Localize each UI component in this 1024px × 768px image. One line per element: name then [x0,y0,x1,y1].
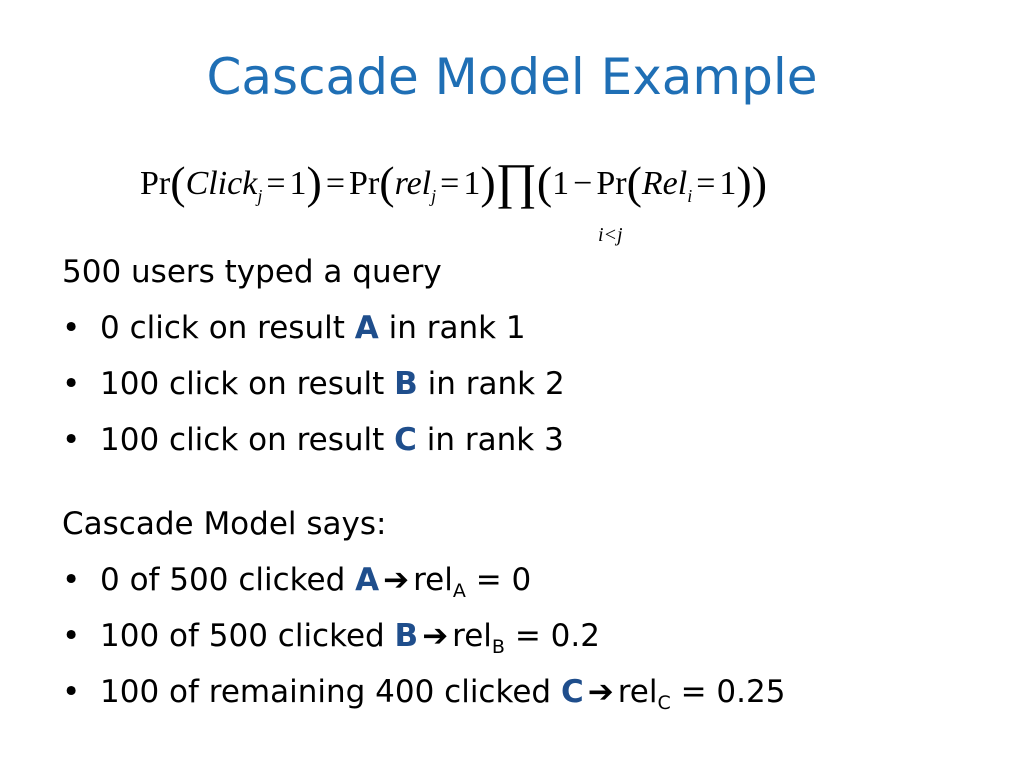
item-text-pre: 100 click on result [100,366,395,402]
formula-eq-2: = [325,165,346,202]
formula-rel: rel [394,165,432,202]
formula-sub-j-1: j [257,186,263,206]
formula-rparen-1: ) [306,157,322,208]
rel-subscript: B [491,636,505,658]
formula-Rel: Rel [641,165,688,202]
formula-pr-1: Pr [140,165,171,202]
rel-value: = 0 [465,562,532,598]
rel-value: = 0.2 [504,618,600,654]
bullet-icon: • [62,366,81,402]
formula-lparen-2: ( [379,157,395,208]
item-text-post: in rank 3 [416,422,564,458]
rel-label: rel [413,562,453,598]
formula-product-symbol: ∏ [495,153,537,209]
formula-lparen-4: ( [626,157,642,208]
slide-title: Cascade Model Example [206,48,818,106]
bullet-icon: • [62,618,81,654]
rel-label: rel [452,618,492,654]
result-label: C [394,422,417,458]
section-gap [62,472,982,500]
item-text-pre: 100 of remaining 400 clicked [100,674,561,710]
formula-one-4: 1 [719,165,737,202]
list-item: • 100 click on result C in rank 3 [62,416,982,472]
formula-sub-j-2: j [431,186,437,206]
arrow-right-icon: ➔ [587,674,614,710]
result-label: A [355,562,380,598]
formula-one-1: 1 [289,165,307,202]
item-text-pre: 0 click on result [100,310,355,346]
result-label: C [560,674,584,710]
item-text-pre: 100 click on result [100,422,395,458]
bullet-icon: • [62,562,81,598]
formula-sub-i: i [687,186,693,206]
formula-rparen-2: ) [480,157,496,208]
list-item: • 0 click on result A in rank 1 [62,304,982,360]
slide-content: 500 users typed a query • 0 click on resu… [62,248,982,724]
rel-value: = 0.25 [670,674,786,710]
list-item: •100 of 500 clicked B➔relB = 0.2 [62,612,982,668]
formula-click: Click [185,165,258,202]
arrow-right-icon: ➔ [383,562,410,598]
section2-heading: Cascade Model says: [62,506,387,542]
formula-one-3: 1 [552,165,570,202]
formula-eq-4: = [696,165,716,202]
formula-product-subscript: i<j [598,224,623,246]
formula-eq-1: = [266,165,286,202]
formula-minus: − [573,165,593,202]
formula-rparen-3: ) [736,157,752,208]
formula-eq-3: = [440,165,460,202]
item-text-post: in rank 1 [378,310,526,346]
rel-subscript: A [452,580,466,602]
formula-lparen-1: ( [170,157,186,208]
list-item: • 100 click on result B in rank 2 [62,360,982,416]
bullet-icon: • [62,310,81,346]
arrow-right-icon: ➔ [422,618,449,654]
list-item: •100 of remaining 400 clicked C➔relC = 0… [62,668,982,724]
formula-pr-2: Pr [349,165,380,202]
result-label: B [394,366,418,402]
section1-heading: 500 users typed a query [62,254,442,290]
item-text-post: in rank 2 [417,366,565,402]
item-text-pre: 0 of 500 clicked [100,562,356,598]
result-label: B [394,618,419,654]
formula-one-2: 1 [463,165,481,202]
formula-pr-3: Pr [596,165,627,202]
formula-rparen-4: ) [751,157,768,208]
rel-subscript: C [657,692,671,714]
rel-label: rel [617,674,658,710]
bullet-icon: • [62,422,81,458]
item-text-pre: 100 of 500 clicked [100,618,395,654]
list-item: •0 of 500 clicked A➔relA = 0 [62,556,982,612]
result-label: A [354,310,379,346]
cascade-formula: Pr(Clickj=1)=Pr(relj=1)∏(1−Pr(Reli=1)) [140,156,767,206]
bullet-icon: • [62,674,81,710]
formula-lparen-3: ( [536,157,553,208]
